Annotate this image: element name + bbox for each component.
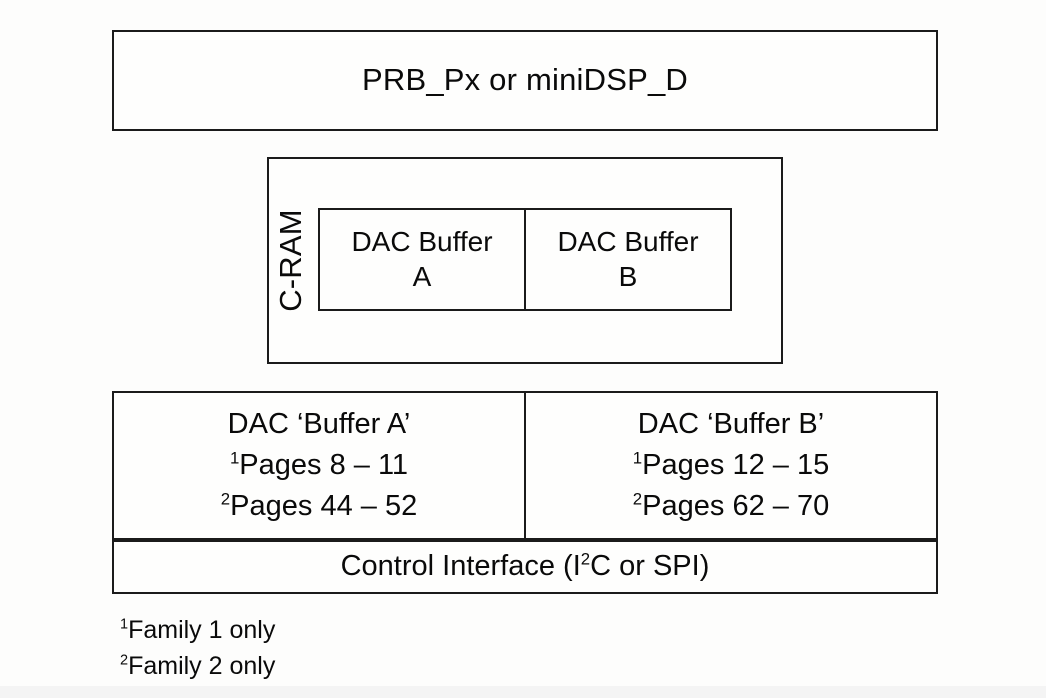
dac-buffer-a-family2-text: Pages 44 – 52 <box>230 490 418 523</box>
footnote-family-2: 2Family 2 only <box>120 648 540 684</box>
cram-dac-buffer-b: DAC Buffer B <box>524 210 730 309</box>
footnotes: 1Family 1 only 2Family 2 only <box>120 612 540 685</box>
cram-dac-buffer-a-line1: DAC Buffer <box>351 226 493 258</box>
footnote-marker-1: 1 <box>632 448 643 468</box>
dac-buffer-b-pages: DAC ‘Buffer B’ 1Pages 12 – 15 2Pages 62 … <box>524 393 936 538</box>
cram-dac-buffer-a: DAC Buffer A <box>320 210 524 309</box>
cram-side-label: C-RAM <box>272 205 308 315</box>
cram-side-label-text: C-RAM <box>272 208 308 312</box>
cram-dac-buffer-a-line2: A <box>412 260 432 292</box>
footnote-marker-2: 2 <box>220 489 231 509</box>
prb-px-minidsp-label: PRB_Px or miniDSP_D <box>362 62 688 98</box>
control-interface-suffix: C or SPI) <box>590 550 710 583</box>
dac-buffer-a-pages: DAC ‘Buffer A’ 1Pages 8 – 11 2Pages 44 –… <box>114 393 524 538</box>
dac-buffer-a-family1-line: 1Pages 8 – 11 <box>230 445 408 486</box>
footnote-family-1: 1Family 1 only <box>120 612 540 648</box>
footnote-marker-1: 1 <box>229 448 240 468</box>
bottom-edge-band <box>0 686 1046 698</box>
dac-page-range-row: DAC ‘Buffer A’ 1Pages 8 – 11 2Pages 44 –… <box>112 391 938 540</box>
cram-dac-buffer-b-line1: DAC Buffer <box>557 226 699 258</box>
cram-dac-buffer-b-line2: B <box>618 260 638 292</box>
dac-buffer-b-family2-line: 2Pages 62 – 70 <box>633 486 829 527</box>
footnote-family-2-text: Family 2 only <box>128 652 276 681</box>
footnote-marker-2: 2 <box>632 489 643 509</box>
dac-buffer-b-family1-line: 1Pages 12 – 15 <box>633 445 829 486</box>
cram-buffer-pair: DAC Buffer A DAC Buffer B <box>318 208 732 311</box>
footnote-marker-1: 1 <box>120 616 129 633</box>
control-interface-block: Control Interface (I2C or SPI) <box>112 540 938 594</box>
prb-px-minidsp-block: PRB_Px or miniDSP_D <box>112 30 938 131</box>
dac-buffer-a-family1-text: Pages 8 – 11 <box>239 448 409 481</box>
i2c-superscript: 2 <box>580 549 591 569</box>
dac-buffer-a-title: DAC ‘Buffer A’ <box>227 407 411 440</box>
control-interface-label: Control Interface (I2C or SPI) <box>340 549 710 583</box>
dac-buffer-a-family2-line: 2Pages 44 – 52 <box>221 486 417 527</box>
control-interface-prefix: Control Interface (I <box>340 550 581 583</box>
footnote-marker-2: 2 <box>120 652 129 669</box>
dac-buffer-b-family2-text: Pages 62 – 70 <box>642 490 830 523</box>
dac-buffer-b-title: DAC ‘Buffer B’ <box>637 407 825 440</box>
dac-buffer-b-family1-text: Pages 12 – 15 <box>642 448 830 481</box>
footnote-family-1-text: Family 1 only <box>128 616 276 644</box>
